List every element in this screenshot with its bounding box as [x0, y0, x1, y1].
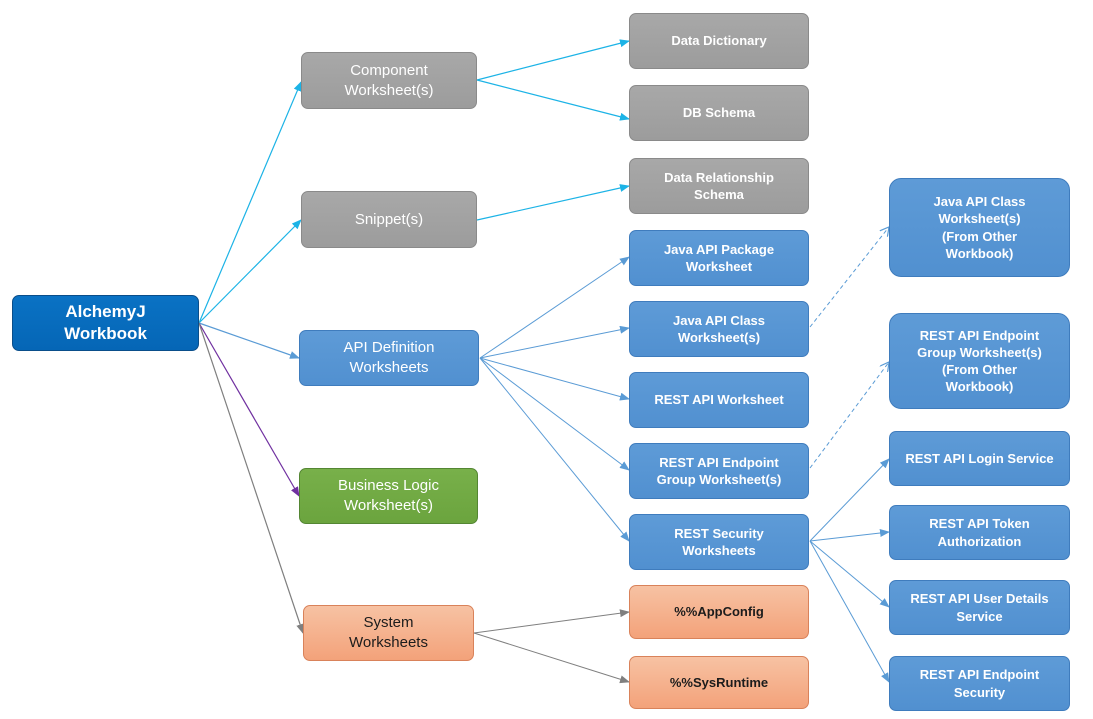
connector-security-token [809, 529, 890, 542]
node-rest-security-worksheets: REST Security Worksheets [629, 514, 809, 570]
node-java-api-package-worksheet: Java API Package Worksheet [629, 230, 809, 286]
node-component-worksheets-label: Component Worksheet(s) [344, 61, 434, 99]
connector-security-endpoint-security [809, 540, 890, 683]
connector-security-user-details [809, 540, 890, 608]
node-data-dictionary-label: Data Dictionary [671, 33, 767, 49]
node-rest-api-worksheet: REST API Worksheet [629, 372, 809, 428]
connector-api-java-package [479, 256, 630, 359]
node-sys-runtime: %%SysRuntime [629, 656, 809, 709]
node-business-logic-worksheets-label: Business Logic Worksheet(s) [338, 477, 439, 514]
node-rest-api-endpoint-group-other-workbook-label: REST API Endpoint Group Worksheet(s) (Fr… [917, 327, 1042, 395]
node-rest-api-endpoint-group-other-workbook: REST API Endpoint Group Worksheet(s) (Fr… [889, 313, 1070, 409]
node-api-definition-worksheets: API Definition Worksheets [299, 330, 479, 386]
connector-api-rest-worksheet [479, 357, 630, 401]
node-db-schema-label: DB Schema [682, 105, 756, 121]
connector-api-rest-security [479, 357, 630, 542]
node-java-api-class-other-workbook-label: Java API Class Worksheet(s) (From Other … [933, 194, 1026, 261]
node-system-worksheets: System Worksheets [303, 605, 474, 661]
node-sys-runtime-label: %%SysRuntime [669, 674, 769, 690]
connector-root-component [198, 81, 302, 324]
node-rest-api-endpoint-security: REST API Endpoint Security [889, 656, 1070, 711]
connector-api-java-class [479, 325, 630, 359]
node-java-api-package-worksheet-label: Java API Package Worksheet [663, 241, 775, 274]
connector-security-login [809, 458, 890, 542]
connector-root-system [198, 322, 304, 634]
connector-system-app-config [473, 609, 630, 634]
connector-root-api-definition [198, 322, 300, 359]
connector-api-rest-endpoint-group [479, 357, 630, 471]
node-business-logic-worksheets: Business Logic Worksheet(s) [299, 468, 478, 524]
node-rest-api-endpoint-group-worksheets: REST API Endpoint Group Worksheet(s) [629, 443, 809, 499]
node-rest-api-login-service-label: REST API Login Service [905, 450, 1054, 466]
node-system-worksheets-label: System Worksheets [349, 614, 428, 651]
connector-root-business-logic [198, 322, 300, 497]
node-rest-api-token-authorization-label: REST API Token Authorization [929, 516, 1030, 549]
node-db-schema: DB Schema [629, 85, 809, 141]
connector-java-class-other-workbook [809, 227, 889, 328]
connector-component-data-dictionary [476, 39, 630, 81]
connector-endpoint-group-other-workbook [809, 362, 889, 469]
node-data-dictionary: Data Dictionary [629, 13, 809, 69]
node-data-relationship-schema: Data Relationship Schema [629, 158, 809, 214]
node-java-api-class-other-workbook: Java API Class Worksheet(s) (From Other … [889, 178, 1070, 277]
node-alchemyj-workbook: AlchemyJ Workbook [12, 295, 199, 351]
node-snippets-label: Snippet(s) [354, 210, 424, 228]
node-rest-security-worksheets-label: REST Security Worksheets [674, 525, 764, 558]
connector-root-snippet [198, 219, 302, 324]
node-rest-api-token-authorization: REST API Token Authorization [889, 505, 1070, 560]
node-java-api-class-worksheets-label: Java API Class Worksheet(s) [672, 312, 766, 345]
node-api-definition-worksheets-label: API Definition Worksheets [343, 339, 435, 376]
node-java-api-class-worksheets: Java API Class Worksheet(s) [629, 301, 809, 357]
node-app-config-label: %%AppConfig [674, 604, 764, 620]
node-rest-api-login-service: REST API Login Service [889, 431, 1070, 486]
node-rest-api-endpoint-group-worksheets-label: REST API Endpoint Group Worksheet(s) [656, 454, 782, 487]
node-rest-api-user-details-service: REST API User Details Service [889, 580, 1070, 635]
node-rest-api-user-details-service-label: REST API User Details Service [910, 591, 1049, 624]
node-app-config: %%AppConfig [629, 585, 809, 639]
node-component-worksheets: Component Worksheet(s) [301, 52, 477, 109]
connector-snippet-data-relationship [476, 184, 630, 221]
node-rest-api-endpoint-security-label: REST API Endpoint Security [919, 667, 1040, 700]
connector-component-db-schema [476, 79, 630, 121]
node-snippets: Snippet(s) [301, 191, 477, 248]
connector-system-sys-runtime [473, 632, 630, 684]
node-data-relationship-schema-label: Data Relationship Schema [664, 169, 774, 202]
node-alchemyj-workbook-label: AlchemyJ Workbook [64, 301, 147, 343]
node-rest-api-worksheet-label: REST API Worksheet [654, 392, 784, 408]
